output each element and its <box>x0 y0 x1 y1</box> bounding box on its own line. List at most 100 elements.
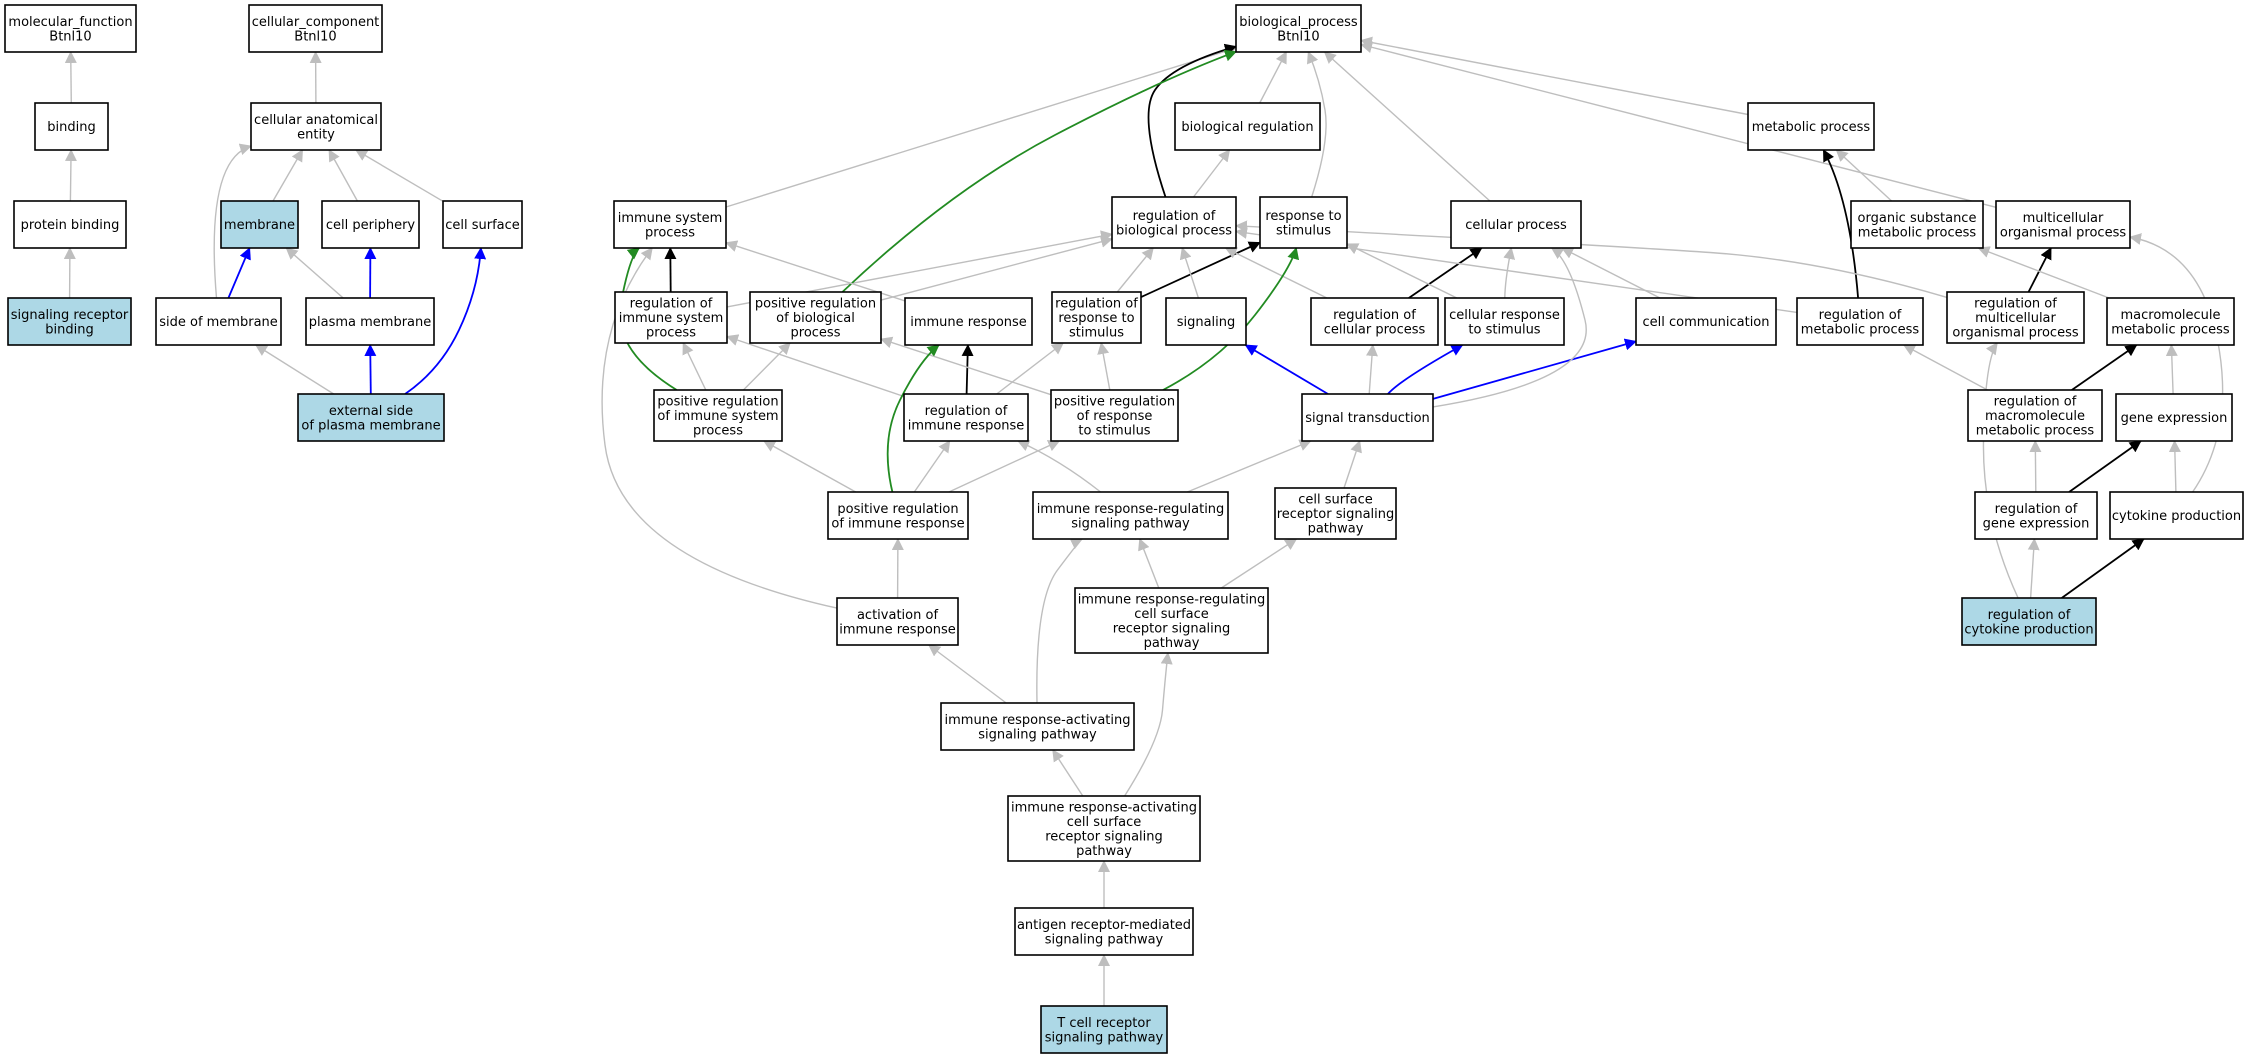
node-label-line: cytokine production <box>1964 622 2093 637</box>
edge-macromet-to-orgsub <box>1977 246 2110 299</box>
node-binding[interactable]: binding <box>34 102 109 151</box>
node-geneexp[interactable]: gene expression <box>2115 393 2233 442</box>
edge-protbind-to-binding <box>64 149 77 202</box>
node-box <box>1301 393 1434 442</box>
node-label-line: macromolecule <box>2120 308 2220 323</box>
node-label-line: gene expression <box>2121 411 2228 426</box>
node-box <box>1995 200 2131 249</box>
node-label-line: molecular_function <box>8 15 132 30</box>
node-label-line: organismal process <box>1952 326 2078 341</box>
node-label-line: signaling pathway <box>1045 932 1164 947</box>
edge-sigtrans-to-regcell <box>1366 344 1378 395</box>
edge-irasp-to-irrsp <box>1036 538 1084 704</box>
edge-posregimmresp-to-immresp <box>886 344 940 493</box>
node-breg[interactable]: biological regulation <box>1174 102 1321 151</box>
node-label-line: pathway <box>1076 844 1132 859</box>
node-box <box>614 291 728 344</box>
node-box <box>613 200 727 249</box>
node-cytoprod[interactable]: cytokine production <box>2109 491 2244 540</box>
node-protbind[interactable]: protein binding <box>13 200 127 249</box>
node-cellper[interactable]: cell periphery <box>321 200 420 249</box>
node-box <box>1444 297 1565 346</box>
edge-irrsp-to-regimmresp <box>1017 440 1102 493</box>
edge-geneexp-to-macromet <box>2165 344 2178 395</box>
edge-regcyto-to-regmulti <box>1982 342 2019 599</box>
node-label-line: cell surface <box>445 218 520 233</box>
node-label-line: cell surface <box>1298 493 1373 508</box>
node-box <box>1967 389 2103 442</box>
node-label-line: organic substance <box>1858 211 1977 226</box>
node-box <box>220 200 299 249</box>
edge-resp-to-bp <box>1307 51 1327 198</box>
node-signaling[interactable]: signaling <box>1165 297 1247 346</box>
edge-regresp-to-regbp <box>1116 247 1154 293</box>
node-plasmamem[interactable]: plasma membrane <box>305 297 435 346</box>
node-label-line: receptor signaling <box>1277 507 1395 522</box>
node-cellproc[interactable]: cellular process <box>1450 200 1582 249</box>
edge-reggeneexp-to-regmacro <box>2029 440 2042 493</box>
node-sidemem[interactable]: side of membrane <box>155 297 282 346</box>
node-cellsurf[interactable]: cell surface <box>442 200 523 249</box>
node-label-line: process <box>791 326 841 341</box>
node-label-line: positive regulation <box>1054 395 1175 410</box>
node-cellcomm[interactable]: cell communication <box>1635 297 1777 346</box>
node-box <box>1050 389 1179 442</box>
node-label-line: signaling pathway <box>978 727 1097 742</box>
node-metab[interactable]: metabolic process <box>1747 102 1875 151</box>
edge-regmacro-to-regmetab <box>1902 344 1988 391</box>
node-label-line: regulation of <box>1819 308 1902 323</box>
edge-cellresp-to-cellproc <box>1503 247 1516 299</box>
node-label-line: Btnl10 <box>49 29 91 44</box>
edge-extside-to-cellsurf <box>404 247 487 395</box>
node-sigtrans[interactable]: signal transduction <box>1301 393 1434 442</box>
node-label-line: of plasma membrane <box>301 418 440 433</box>
node-label-line: immune system <box>619 311 724 326</box>
node-box <box>1635 297 1777 346</box>
node-membrane[interactable]: membrane <box>220 200 299 249</box>
edge-posregresp-to-regresp <box>1097 342 1111 391</box>
node-box <box>297 393 445 442</box>
edge-posregresp-to-resp <box>1162 247 1300 391</box>
node-label-line: plasma membrane <box>309 315 432 330</box>
node-label-line: immune response <box>839 622 956 637</box>
edge-regcell-to-regbp <box>1224 247 1328 299</box>
edge-regmulti-to-regbp <box>1235 220 1948 299</box>
edge-binding-to-mf <box>64 51 77 104</box>
node-immresp[interactable]: immune response <box>904 297 1033 346</box>
node-box <box>1747 102 1875 151</box>
